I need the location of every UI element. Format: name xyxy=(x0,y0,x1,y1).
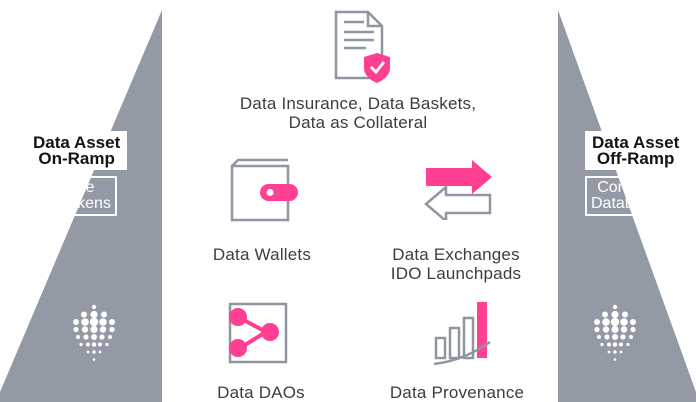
logo-dot xyxy=(73,319,79,325)
share-nodes-icon xyxy=(228,302,288,364)
document-shield-icon xyxy=(334,10,390,83)
logo-dot xyxy=(619,350,623,354)
insurance-label: Data Insurance, Data Baskets, Data as Co… xyxy=(239,94,477,132)
logo-dot xyxy=(98,350,102,354)
logo-dot xyxy=(89,317,99,327)
logo-dot xyxy=(602,311,608,318)
wallet-icon xyxy=(230,158,298,222)
daos-label: Data DAOs xyxy=(217,383,305,402)
logo-dot xyxy=(622,311,628,318)
bar-chart-icon xyxy=(433,302,491,366)
on-ramp-title: Data Asset On-Ramp xyxy=(26,131,128,170)
exchanges-label: Data Exchanges IDO Launchpads xyxy=(390,245,522,283)
logo-dot xyxy=(90,325,98,334)
logo-dot xyxy=(630,319,636,325)
logo-dot xyxy=(92,350,96,354)
logo-dot xyxy=(86,350,90,354)
logo-dot xyxy=(620,326,628,333)
logo-dot xyxy=(86,342,90,347)
logo-dot xyxy=(600,342,604,347)
logo-dot xyxy=(612,342,618,347)
logo-dot xyxy=(76,335,80,339)
logo-dot xyxy=(620,318,628,326)
logo-dot xyxy=(597,335,601,339)
off-ramp-title: Data Asset Off-Ramp xyxy=(585,131,687,170)
logo-dot xyxy=(626,342,630,347)
left-ramp-panel xyxy=(0,10,162,402)
logo-dot xyxy=(612,334,618,340)
logo-dot xyxy=(611,325,619,334)
logo-dot xyxy=(99,318,107,326)
logo-dot xyxy=(99,334,105,340)
logo-dot xyxy=(92,358,96,361)
logo-dot xyxy=(98,342,102,347)
logo-dot xyxy=(620,334,626,340)
logo-dot xyxy=(81,326,89,333)
logo-dot xyxy=(612,304,618,310)
logo-dot xyxy=(629,335,633,339)
off-ramp-subtitle: Consume Datatokens xyxy=(585,176,678,216)
logo-dot xyxy=(108,335,112,339)
logo-dot xyxy=(81,318,89,326)
logo-dot xyxy=(619,342,623,347)
right-ramp-panel xyxy=(558,10,696,402)
logo-dot xyxy=(91,342,97,347)
logo-dot xyxy=(109,319,115,325)
logo-dot xyxy=(99,326,107,333)
logo-dot xyxy=(594,326,600,333)
ocean-logo-icon xyxy=(594,304,636,361)
logo-dot xyxy=(602,326,610,333)
logo-dot xyxy=(73,326,79,333)
wallets-label: Data Wallets xyxy=(212,245,312,264)
logo-dot xyxy=(105,342,109,347)
logo-dot xyxy=(611,310,619,319)
logo-dot xyxy=(91,334,97,340)
logo-dot xyxy=(79,342,83,347)
logo-dot xyxy=(630,326,636,333)
logo-dot xyxy=(90,310,98,319)
logo-dot xyxy=(594,319,600,325)
logo-dot xyxy=(607,350,611,354)
logo-dot xyxy=(81,311,87,318)
logo-dot xyxy=(83,334,89,340)
logo-dot xyxy=(101,311,107,318)
on-ramp-subtitle: Create Datatokens xyxy=(24,176,117,216)
logo-dot xyxy=(613,358,617,361)
ocean-logo-icon xyxy=(73,304,115,361)
logo-dot xyxy=(109,326,115,333)
logo-dot xyxy=(604,334,610,340)
logo-dot xyxy=(602,318,610,326)
logo-dot xyxy=(91,304,97,310)
logo-dot xyxy=(607,342,611,347)
exchange-arrows-icon xyxy=(424,160,492,220)
provenance-label: Data Provenance xyxy=(389,383,525,402)
logo-dot xyxy=(613,350,617,354)
logo-dot xyxy=(610,317,620,327)
